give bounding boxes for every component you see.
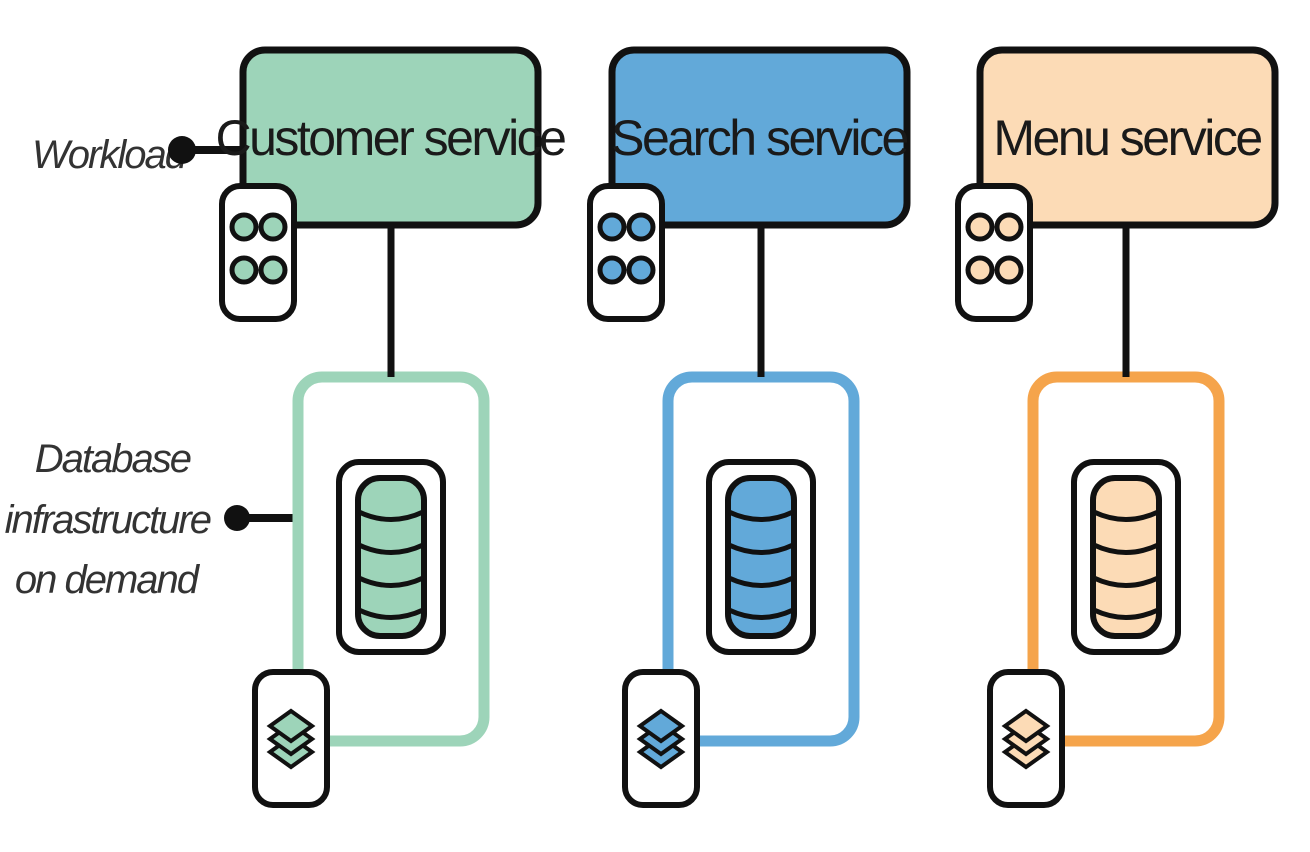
layers-icon	[622, 669, 700, 808]
service-title: Search service	[611, 110, 907, 166]
database-label-line-3: on demand	[15, 558, 201, 602]
service-box	[976, 46, 1279, 229]
four-circles-icon	[219, 183, 297, 322]
service-column-customer: Customer service	[216, 46, 568, 808]
four-circles-icon	[587, 183, 665, 322]
database-label-line-1: Database	[35, 437, 191, 481]
service-column-menu: Menu service	[955, 46, 1279, 808]
service-title: Menu service	[993, 110, 1261, 166]
database-icon	[706, 459, 816, 655]
service-box	[239, 46, 542, 229]
workload-label: Workload	[32, 133, 189, 177]
database-icon	[336, 459, 446, 655]
service-title: Customer service	[216, 110, 566, 166]
database-label-line-2: infrastructure	[5, 498, 211, 542]
service-column-search: Search service	[587, 46, 911, 808]
layers-icon	[252, 669, 330, 808]
four-circles-icon	[955, 183, 1033, 322]
service-box	[608, 46, 911, 229]
workload-annotation: Workload	[32, 133, 245, 177]
layers-icon	[987, 669, 1065, 808]
database-annotation: Database infrastructure on demand	[5, 437, 295, 602]
database-icon	[1071, 459, 1181, 655]
